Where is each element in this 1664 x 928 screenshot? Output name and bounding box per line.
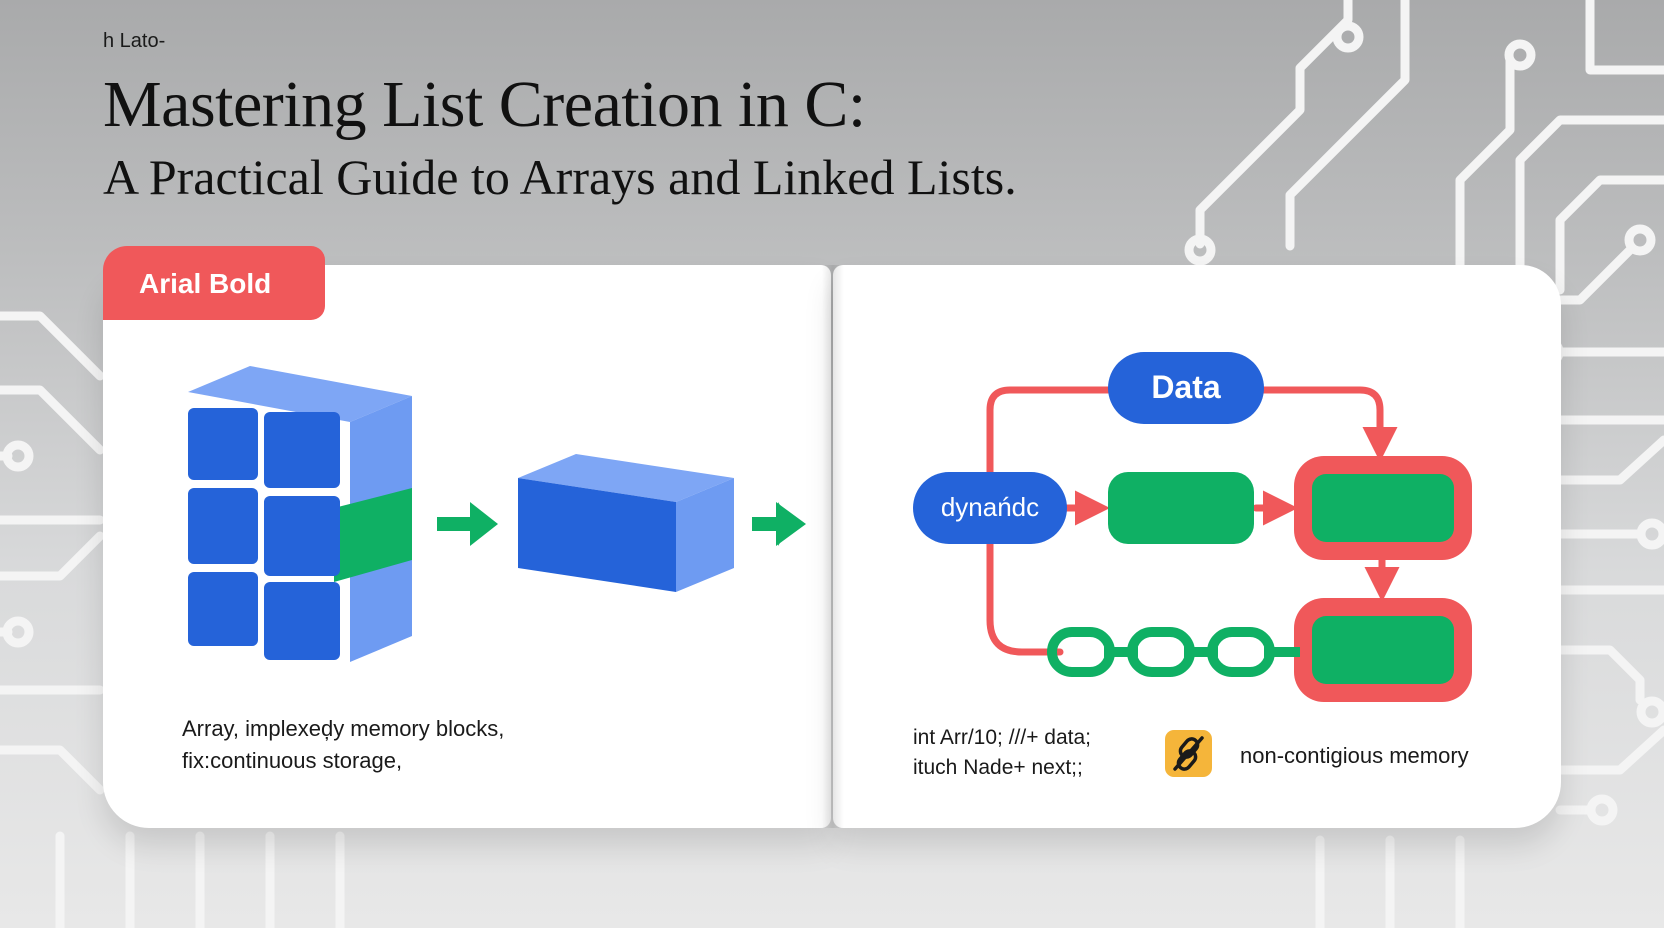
dynamic-node-label: dynańdc — [941, 492, 1039, 522]
link-icon — [1165, 730, 1212, 777]
page-subtitle: A Practical Guide to Arrays and Linked L… — [103, 149, 1017, 205]
flow-arrow-2 — [752, 502, 806, 546]
array-caption: Array, implexeḑy memory blocks, fix:con… — [182, 713, 504, 777]
font-label: h Lato- — [103, 30, 166, 52]
array-block-stack — [188, 366, 412, 662]
font-tab: Arial Bold — [103, 246, 325, 320]
data-node-label: Data — [1151, 369, 1221, 405]
list-node-middle — [1108, 472, 1254, 544]
book-spine — [822, 265, 844, 828]
code-snippet: int Arr/10; ///+ data; ituch Nade+ next;… — [913, 723, 1091, 784]
page-title: Mastering List Creation in C: — [103, 68, 866, 141]
flow-arrow-1 — [437, 502, 498, 546]
data-node — [1108, 352, 1264, 424]
code-line-2: ituch Nade+ next;; — [913, 756, 1083, 780]
array-caption-line2: fix:continuous storage, — [182, 747, 403, 773]
single-memory-block — [518, 454, 734, 592]
memory-caption: non-contigious memory — [1240, 743, 1469, 768]
array-caption-line1: Array, implexeḑy memory blocks, — [182, 716, 505, 741]
link-lines — [986, 386, 1400, 656]
chain-links — [1047, 627, 1300, 677]
code-line-1: int Arr/10; ///+ data; — [913, 726, 1092, 749]
dynamic-node — [913, 472, 1067, 544]
